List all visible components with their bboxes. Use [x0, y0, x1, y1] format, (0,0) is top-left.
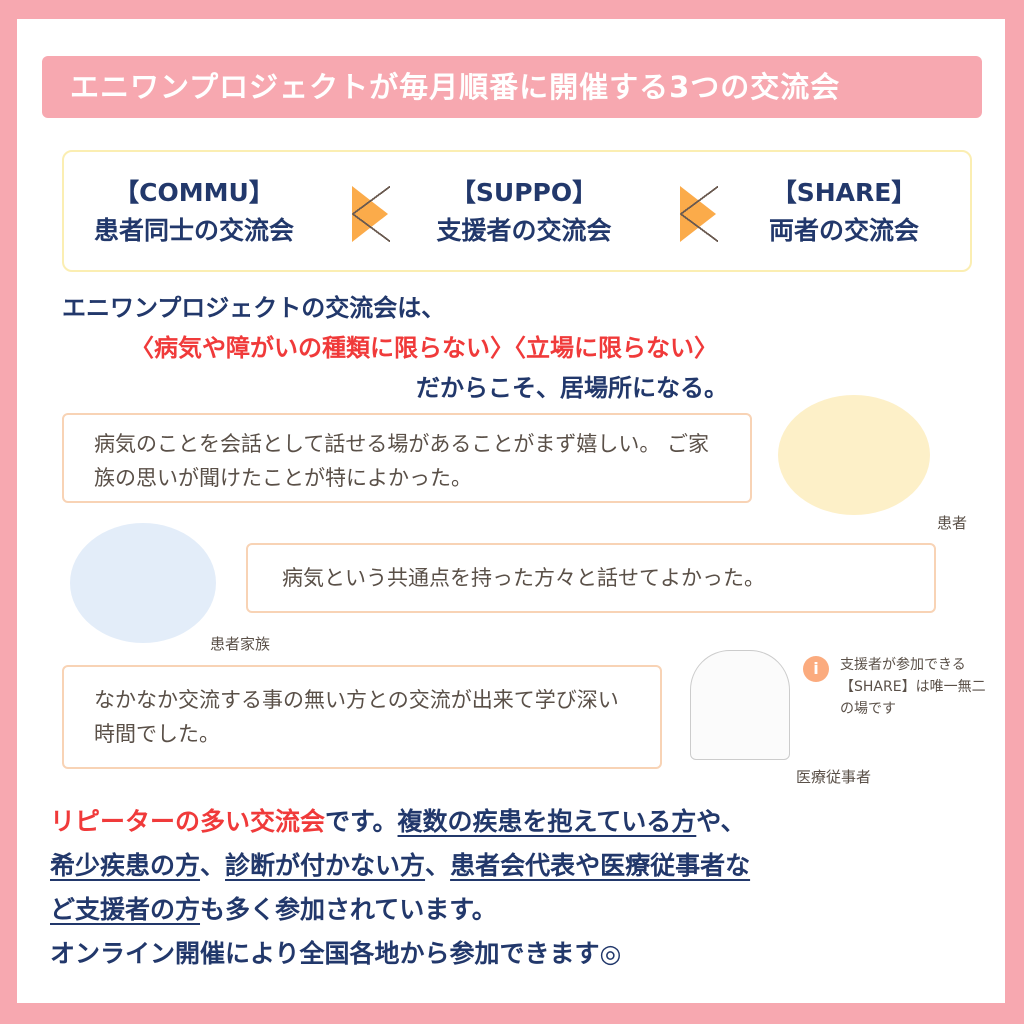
speaker-label: 患者: [937, 514, 968, 532]
step-desc: 両者の交流会: [768, 216, 919, 245]
medical-staff-illustration: [690, 650, 790, 760]
summary-segment: 、: [425, 851, 451, 880]
meeting-flow: 【COMMU】患者同士の交流会 【SUPPO】支援者の交流会 【SHARE】両者…: [62, 150, 972, 272]
arrow-right-icon: [352, 186, 390, 242]
family-illustration: [70, 523, 216, 643]
summary-underlined: ど支援者の方: [50, 895, 201, 924]
step-code: 【SHARE】: [771, 178, 917, 207]
testimonial-card-patient: 病気のことを会話として話せる場があることがまず嬉しい。 ご家族の思いが聞けたこと…: [62, 413, 752, 503]
step-desc: 患者同士の交流会: [93, 216, 294, 245]
flow-step-share: 【SHARE】両者の交流会: [714, 174, 974, 250]
summary-segment: も多く参加されています。: [200, 895, 497, 924]
testimonial-card-family: 病気という共通点を持った方々と話せてよかった。: [246, 543, 936, 613]
summary-underlined: 複数の疾患を抱えている方: [397, 807, 697, 836]
speaker-label: 患者家族: [210, 635, 271, 653]
summary-segment: です。: [325, 807, 398, 836]
intro-line1: エニワンプロジェクトの交流会は、: [62, 294, 446, 322]
info-icon: i: [803, 656, 829, 682]
intro-line2: 〈病気や障がいの種類に限らない〉〈立場に限らない〉: [130, 334, 718, 362]
arrow-right-icon: [680, 186, 718, 242]
flow-step-suppo: 【SUPPO】支援者の交流会: [394, 174, 654, 250]
testimonial-text: なかなか交流する事の無い方との交流が出来て学び深い時間でした。: [94, 688, 619, 746]
testimonial-card-medical: なかなか交流する事の無い方との交流が出来て学び深い時間でした。: [62, 665, 662, 769]
page-title: エニワンプロジェクトが毎月順番に開催する3つの交流会: [42, 56, 982, 118]
summary-underlined: 患者会代表や医療従事者な: [450, 851, 751, 880]
summary-segment: や、: [696, 807, 746, 836]
summary-underlined: 診断が付かない方: [225, 851, 426, 880]
step-desc: 支援者の交流会: [436, 216, 612, 245]
step-code: 【SUPPO】: [450, 178, 598, 207]
summary-underlined: 希少疾患の方: [50, 851, 201, 880]
patient-illustration: [778, 395, 930, 515]
speaker-label: 医療従事者: [796, 768, 872, 786]
testimonial-text: 病気という共通点を持った方々と話せてよかった。: [282, 566, 765, 590]
share-note: 支援者が参加できる【SHARE】は唯一無二の場です: [840, 657, 986, 717]
summary-highlight: リピーターの多い交流会: [50, 807, 326, 836]
summary-text: リピーターの多い交流会です。複数の疾患を抱えている方や、 希少疾患の方、診断が付…: [50, 800, 750, 976]
intro-line3: だからこそ、居場所になる。: [416, 374, 728, 402]
flow-step-commu: 【COMMU】患者同士の交流会: [64, 174, 324, 250]
testimonial-text: 病気のことを会話として話せる場があることがまず嬉しい。 ご家族の思いが聞けたこと…: [94, 432, 710, 490]
summary-segment: 、: [200, 851, 226, 880]
summary-online: オンライン開催により全国各地から参加できます◎: [50, 939, 622, 968]
step-code: 【COMMU】: [114, 178, 274, 207]
